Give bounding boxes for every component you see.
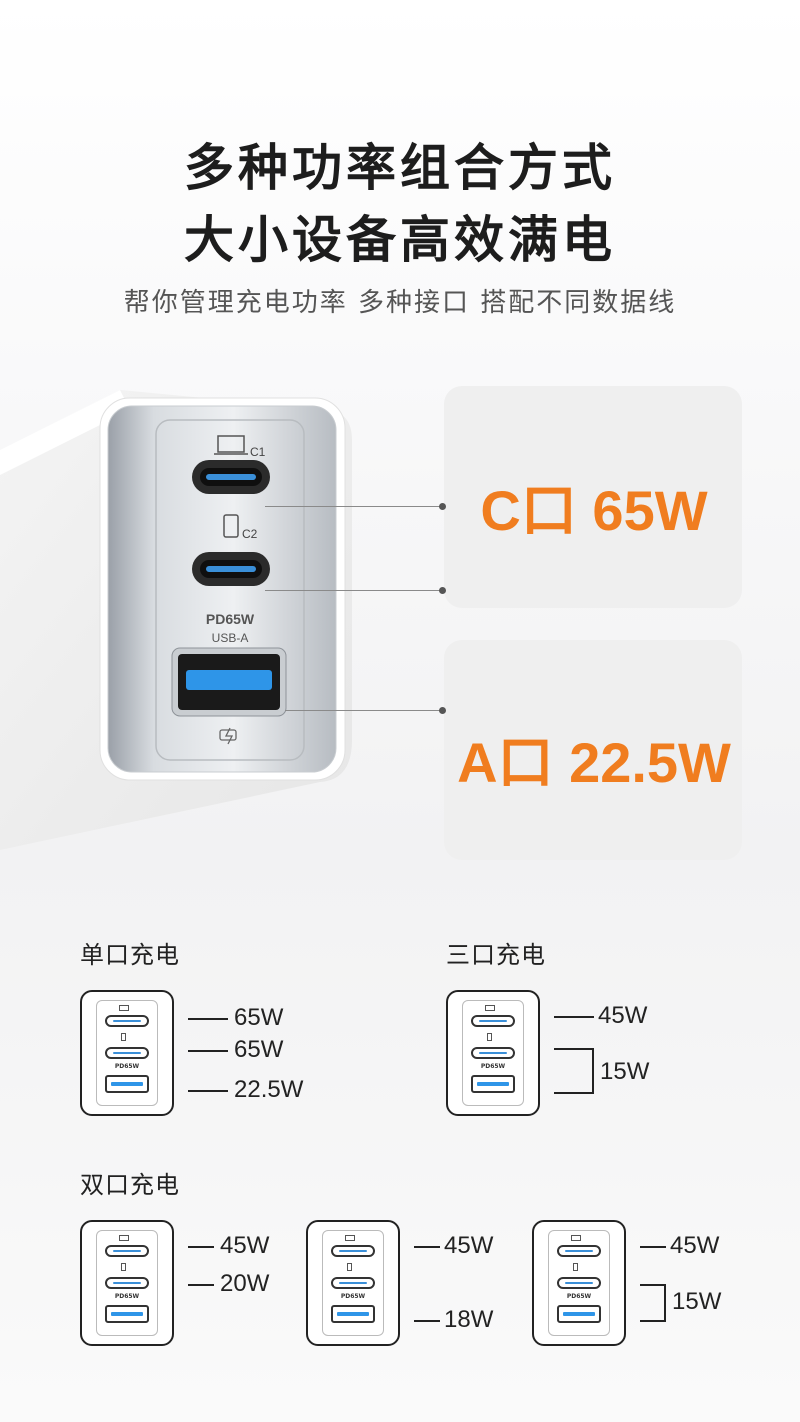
leader-line-a	[285, 710, 441, 711]
headline-line-1: 多种功率组合方式	[184, 139, 616, 197]
mini-charger-dual-1: PD65W	[80, 1220, 174, 1346]
callout-a-port: A口 22.5W	[457, 731, 731, 794]
tick-triple-1	[554, 1016, 594, 1018]
laptop-icon	[485, 1005, 495, 1011]
mini-usba-port	[331, 1305, 375, 1323]
tick-dual2-2	[414, 1320, 440, 1322]
callout-c-port: C口 65W	[480, 479, 708, 542]
mini-c2-port	[105, 1277, 149, 1289]
tick-single-3	[188, 1090, 228, 1092]
tick-dual3-1	[640, 1246, 666, 1248]
mini-usba-port	[471, 1075, 515, 1093]
watt-single-a: 22.5W	[234, 1076, 304, 1103]
mini-charger-triple: PD65W	[446, 990, 540, 1116]
watt-triple-shared: 15W	[600, 1058, 650, 1085]
callout-box-a	[444, 640, 742, 860]
charger-product-image: C1 C2 PD65W USB-A	[0, 390, 352, 850]
subtitle: 帮你管理充电功率 多种接口 搭配不同数据线	[123, 288, 677, 318]
watt-dual2-c1: 45W	[444, 1232, 494, 1259]
watt-dual1-c1: 45W	[220, 1232, 270, 1259]
mini-c1-port	[105, 1015, 149, 1027]
phone-icon	[487, 1033, 492, 1041]
mini-c1-port	[557, 1245, 601, 1257]
mini-c1-port	[105, 1245, 149, 1257]
mini-pd-label: PD65W	[480, 1063, 506, 1070]
mini-pd-label: PD65W	[566, 1293, 592, 1300]
laptop-icon	[345, 1235, 355, 1241]
mini-c2-port	[471, 1047, 515, 1059]
watt-dual3-c1: 45W	[670, 1232, 720, 1259]
mini-c2-port	[331, 1277, 375, 1289]
tick-dual1-1	[188, 1246, 214, 1248]
section-title-triple: 三口充电	[446, 941, 546, 969]
watt-triple-c1: 45W	[598, 1002, 648, 1029]
leader-line-c1	[265, 506, 441, 507]
bracket-dual3	[640, 1284, 666, 1322]
mini-charger-single: PD65W	[80, 990, 174, 1116]
mini-pd-label: PD65W	[114, 1063, 140, 1070]
tick-single-1	[188, 1018, 228, 1020]
tick-dual2-1	[414, 1246, 440, 1248]
hero-c2-label: C2	[242, 527, 258, 541]
mini-usba-port	[557, 1305, 601, 1323]
hero-pd-label: PD65W	[206, 611, 255, 627]
callout-box-c	[444, 386, 742, 608]
laptop-icon	[119, 1005, 129, 1011]
section-title-single: 单口充电	[80, 941, 180, 969]
tick-single-2	[188, 1050, 228, 1052]
section-title-dual: 双口充电	[80, 1171, 180, 1199]
bracket-triple	[554, 1048, 594, 1094]
leader-dot-c2	[439, 587, 446, 594]
laptop-icon	[119, 1235, 129, 1241]
mini-c1-port	[471, 1015, 515, 1027]
watt-dual3-shared: 15W	[672, 1288, 722, 1315]
laptop-icon	[571, 1235, 581, 1241]
watt-single-c2: 65W	[234, 1036, 284, 1063]
hero-usba-label: USB-A	[212, 631, 249, 645]
tick-dual1-2	[188, 1284, 214, 1286]
phone-icon	[347, 1263, 352, 1271]
mini-c2-port	[557, 1277, 601, 1289]
phone-icon	[573, 1263, 578, 1271]
watt-dual2-a: 18W	[444, 1306, 494, 1333]
mini-usba-port	[105, 1305, 149, 1323]
headline-line-2: 大小设备高效满电	[184, 211, 616, 269]
hero-c1-label: C1	[250, 445, 266, 459]
mini-c1-port	[331, 1245, 375, 1257]
leader-dot-a	[439, 707, 446, 714]
watt-single-c1: 65W	[234, 1004, 284, 1031]
phone-icon	[121, 1033, 126, 1041]
watt-dual1-c2: 20W	[220, 1270, 270, 1297]
phone-icon	[121, 1263, 126, 1271]
leader-line-c2	[265, 590, 441, 591]
leader-dot-c1	[439, 503, 446, 510]
mini-charger-dual-3: PD65W	[532, 1220, 626, 1346]
mini-pd-label: PD65W	[340, 1293, 366, 1300]
mini-charger-dual-2: PD65W	[306, 1220, 400, 1346]
mini-pd-label: PD65W	[114, 1293, 140, 1300]
mini-usba-port	[105, 1075, 149, 1093]
mini-c2-port	[105, 1047, 149, 1059]
